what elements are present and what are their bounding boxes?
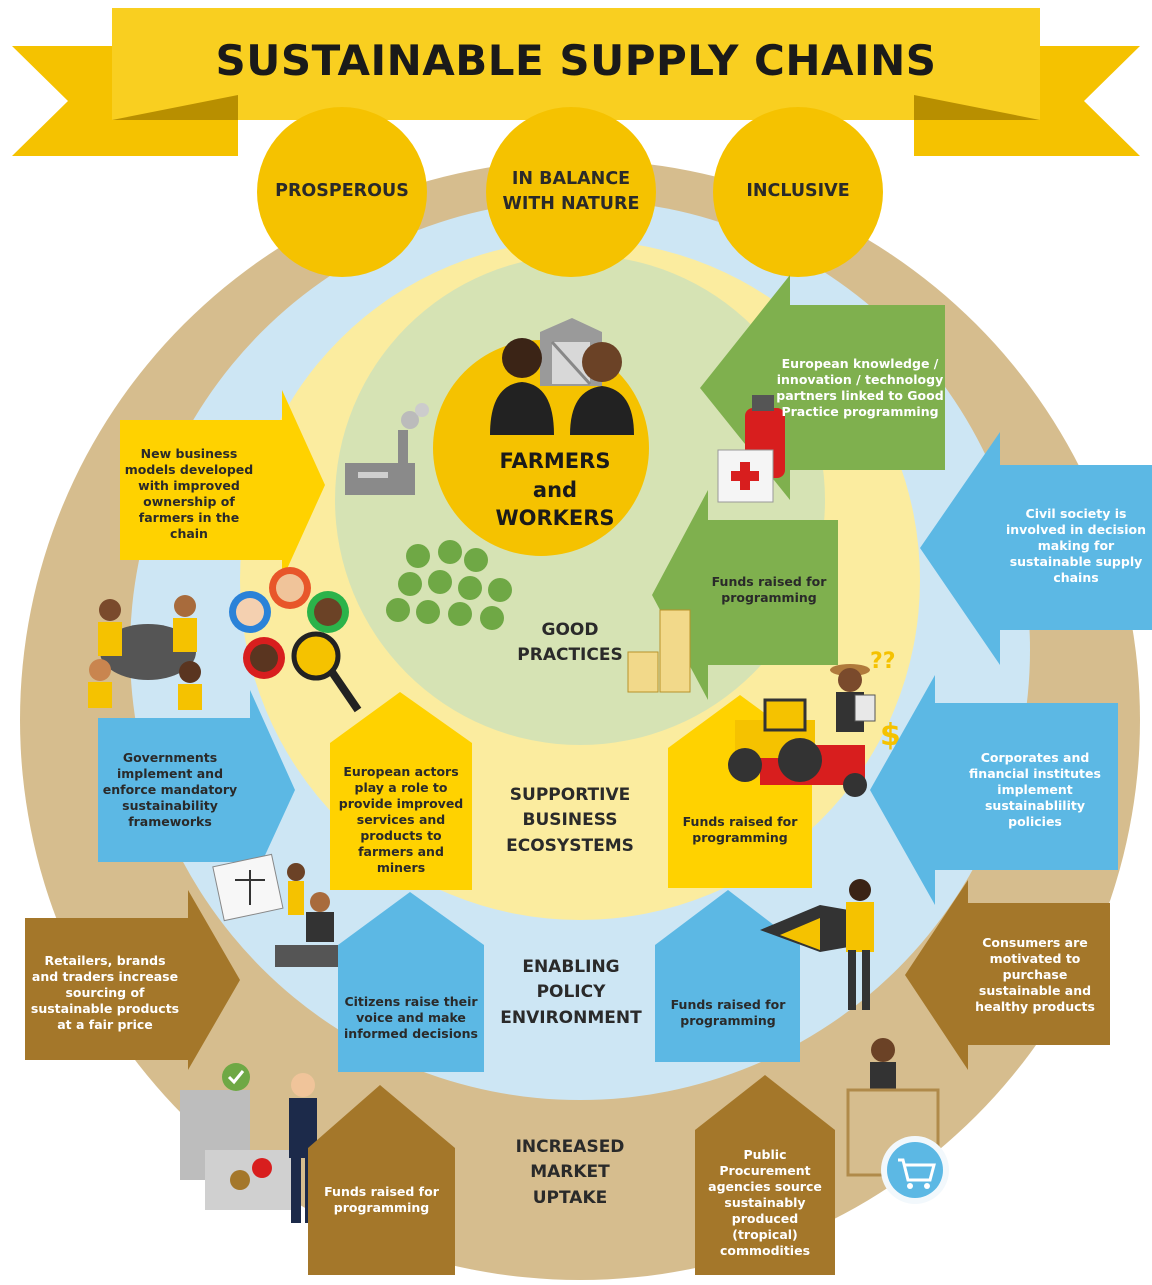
arrow-european-actors[interactable] [330,692,472,890]
dollar-icon: $ [880,718,901,753]
box-consumers: Consumers are motivated to purchase sust… [975,935,1095,1014]
ring-label-policy: ENABLING POLICY ENVIRONMENT [500,956,642,1028]
pillar-inclusive: INCLUSIVE [746,181,850,202]
arrow-funds-market[interactable] [308,1085,455,1275]
svg-text:$: $ [880,718,901,753]
arrow-funds-policy[interactable] [655,890,800,1062]
ring-label-market: INCREASED MARKET UPTAKE [515,1136,625,1208]
box-knowledge-partners: European knowledge / innovation / techno… [776,356,944,419]
arrow-civil-society[interactable] [920,432,1152,665]
box-civil-society: Civil society is involved in decision ma… [1006,506,1146,585]
arrow-citizens[interactable] [338,892,484,1072]
farmers-icon [490,338,634,435]
roaster-machine-icon [180,1090,300,1210]
center-farmers-and-workers: FARMERS and WORKERS [495,448,615,531]
tractor-icon [728,698,867,797]
box-european-actors: European actors play a role to provide i… [338,764,464,875]
box-governments: Governments implement and enforce mandat… [102,750,238,829]
pillar-prosperous: PROSPEROUS [275,181,409,202]
box-funds-business: Funds raised for programming [682,814,798,845]
shopping-cart-icon [881,1136,949,1204]
box-public-procurement: Public Procurement agencies source susta… [708,1147,822,1258]
box-funds-good-practices: Funds raised for programming [711,574,827,605]
arrow-new-business-models[interactable] [120,390,325,580]
pillar-circle-prosperous [257,107,427,277]
diverse-faces-icon [229,567,349,679]
woman-speaker-icon [846,879,874,1010]
team-meeting-icon [88,595,202,710]
arrow-consumers[interactable] [905,880,1110,1070]
pillar-in-balance-with-nature: IN BALANCE WITH NATURE [502,168,640,214]
arrow-retailers[interactable] [25,890,240,1070]
factory-icon [345,403,429,495]
ring-label-business: SUPPORTIVE BUSINESS ECOSYSTEMS [506,784,634,856]
svg-text:??: ?? [870,649,896,674]
certification-seal-icon [222,1063,250,1091]
legislator-icon [275,863,370,967]
title-banner [12,8,1140,156]
box-citizens: Citizens raise their voice and make info… [344,993,478,1041]
megaphone-icon [760,905,860,952]
box-funds-policy: Funds raised for programming [670,996,786,1028]
farmer-with-tablet-icon: ?? [830,649,896,732]
arrow-public-procurement[interactable] [695,1075,835,1275]
ring-label-good-practices: GOOD PRACTICES [517,619,623,666]
scales-of-justice-icon [212,853,284,922]
arrow-governments[interactable] [98,690,295,888]
box-funds-market: Funds raised for programming [324,1183,439,1215]
arrow-corporates[interactable] [870,675,1118,905]
box-retailers: Retailers, brands and traders increase s… [30,952,180,1032]
pillar-circle-balance [486,107,656,277]
box-corporates: Corporates and financial institutes impl… [969,750,1101,829]
trees-icon [386,540,512,630]
page-title: SUSTAINABLE SUPPLY CHAINS [215,36,937,86]
box-new-business-models: New business models developed with impro… [124,445,254,541]
first-aid-kit-icon [717,449,774,503]
magnifier-icon [291,631,362,713]
pillar-circle-inclusive [713,107,883,277]
arrow-funds-good-practices[interactable] [652,490,838,700]
coin-stack-icon [627,609,691,693]
